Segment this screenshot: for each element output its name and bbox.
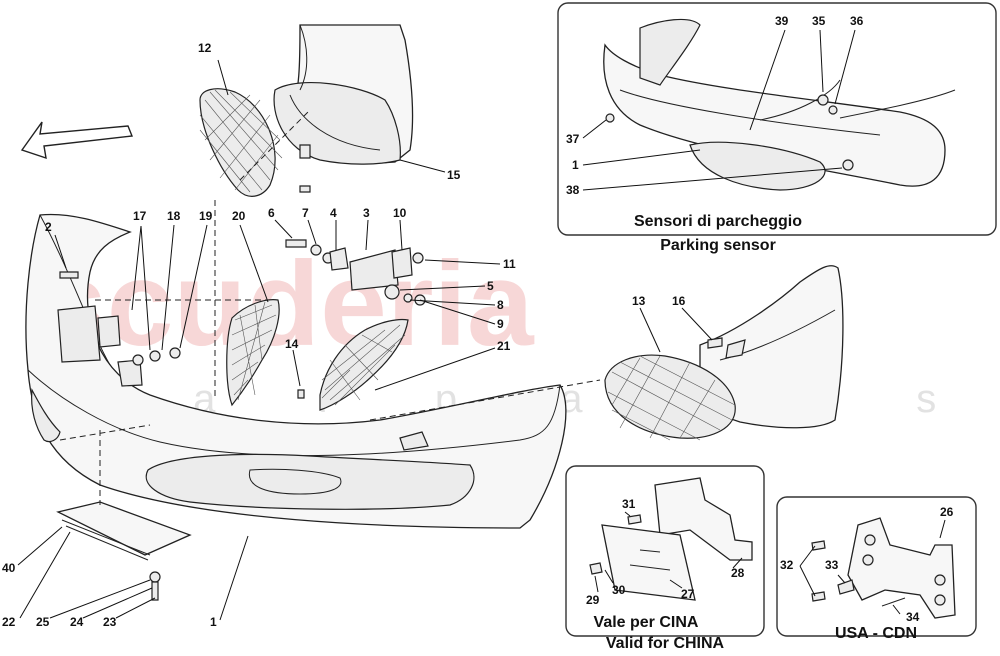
callout-27: 27 — [681, 587, 695, 601]
callout-14: 14 — [285, 337, 299, 351]
callout-30: 30 — [612, 583, 626, 597]
callout-33: 33 — [825, 558, 839, 572]
china-plate-panel: 31 29 30 27 28 Vale per CINA Valid for C… — [565, 465, 765, 652]
callout-8: 8 — [497, 298, 504, 312]
callout-22: 22 — [2, 615, 16, 629]
callout-11: 11 — [503, 257, 516, 271]
callout-5: 5 — [487, 279, 494, 293]
assembly-line — [59, 424, 151, 441]
callout-23: 23 — [103, 615, 117, 629]
callout-40: 40 — [2, 561, 16, 575]
parking-sensor-panel: 39 35 36 37 1 38 Sensori di parcheggio P… — [557, 2, 997, 254]
callout-39: 39 — [775, 14, 789, 28]
mesh-grille-left — [226, 299, 280, 407]
callout-6: 6 — [268, 206, 275, 220]
usa-title: USA - CDN — [835, 625, 917, 642]
usa-cdn-panel: 32 33 34 26 USA - CDN — [776, 496, 977, 642]
callout-36: 36 — [850, 14, 864, 28]
direction-arrow-icon — [20, 121, 133, 160]
mesh-grille-upper — [199, 88, 283, 197]
callout-12: 12 — [198, 41, 212, 55]
callout-32: 32 — [780, 558, 794, 572]
callout-21: 21 — [497, 339, 511, 353]
callout-18: 18 — [167, 209, 181, 223]
front-bumper — [25, 213, 567, 529]
callout-10: 10 — [393, 206, 407, 220]
mesh-grille-right — [319, 318, 409, 411]
callout-17: 17 — [133, 209, 147, 223]
callout-26: 26 — [940, 505, 954, 519]
parking-title-en: Parking sensor — [660, 237, 776, 254]
china-title-en: Valid for CHINA — [606, 635, 725, 651]
callout-20: 20 — [232, 209, 246, 223]
callout-37: 37 — [566, 132, 580, 146]
leader-lines — [17, 59, 713, 621]
callout-9: 9 — [497, 317, 504, 331]
assembly-line — [369, 379, 601, 421]
callout-28: 28 — [731, 566, 745, 580]
callout-24: 24 — [70, 615, 84, 629]
callout-25: 25 — [36, 615, 50, 629]
china-title-it: Vale per CINA — [594, 614, 699, 631]
watermark-main: scuderia — [40, 237, 535, 371]
callout-19: 19 — [199, 209, 213, 223]
callout-4: 4 — [330, 206, 337, 220]
parking-title-it: Sensori di parcheggio — [634, 213, 802, 230]
callout-1: 1 — [210, 615, 217, 629]
callout-35: 35 — [812, 14, 826, 28]
callout-7: 7 — [302, 206, 309, 220]
callout-38: 38 — [566, 183, 580, 197]
callout-2: 2 — [45, 220, 52, 234]
callout-3: 3 — [363, 206, 370, 220]
callout-29: 29 — [586, 593, 600, 607]
callout-16: 16 — [672, 294, 686, 308]
callout-15: 15 — [447, 168, 461, 182]
fastener-group — [59, 185, 723, 601]
assembly-line — [239, 109, 311, 181]
callout-1-parking: 1 — [572, 158, 579, 172]
callout-34: 34 — [906, 610, 920, 624]
air-duct-upper — [273, 24, 414, 165]
air-duct-right — [699, 265, 844, 429]
callout-31: 31 — [622, 497, 636, 511]
lower-spoiler-plate — [56, 501, 192, 561]
callout-13: 13 — [632, 294, 646, 308]
mesh-grille-right-duct — [604, 354, 736, 441]
